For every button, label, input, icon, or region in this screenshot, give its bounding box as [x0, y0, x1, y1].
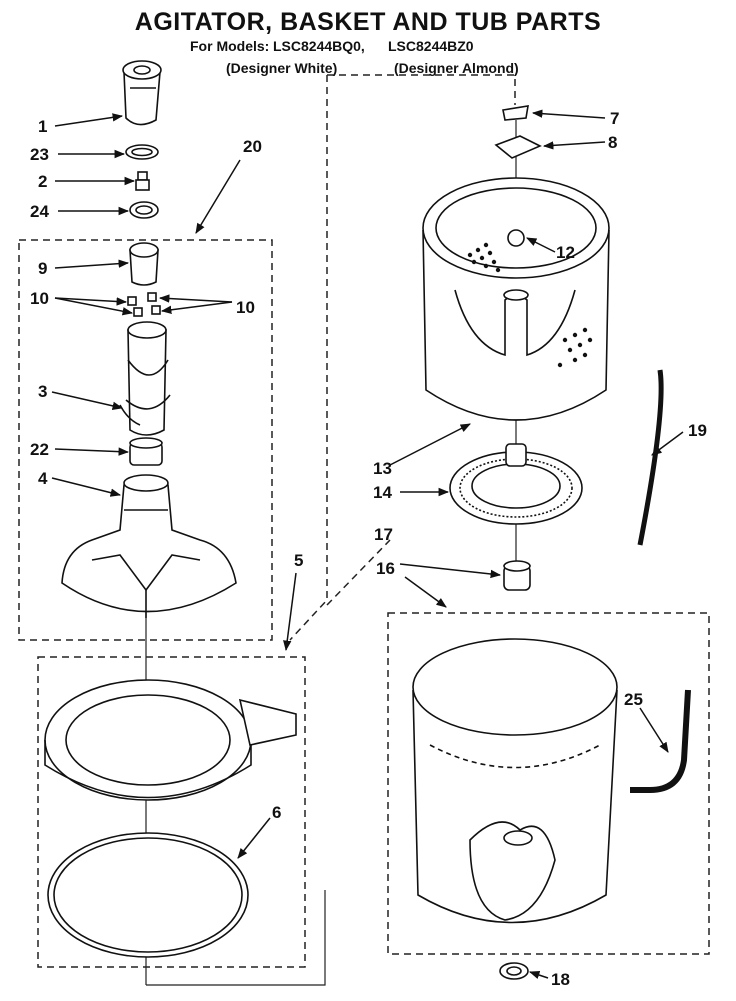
seal-part-18: [499, 962, 529, 980]
connector-line: [289, 75, 328, 641]
group-box-5: [37, 656, 306, 968]
callout-16: 16: [376, 559, 395, 578]
bolt-part-2: [135, 171, 150, 191]
callout-20: 20: [243, 137, 262, 156]
nut-part-8: [494, 135, 542, 159]
hub-nut-part-12: [507, 229, 525, 247]
dog-part-10: [127, 296, 137, 306]
callout-10-right: 10: [236, 298, 255, 317]
model-number-2: LSC8244BZ0: [388, 38, 474, 54]
callout-22: 22: [30, 440, 49, 459]
bearing-part-17: [503, 560, 531, 591]
callout-9: 9: [38, 259, 47, 278]
outer-tub-part-16: [412, 638, 618, 924]
dog-part-10: [151, 305, 161, 315]
group-box-16: [387, 612, 710, 955]
brake-assembly-part-14: [449, 443, 583, 525]
callout-19: 19: [688, 421, 707, 440]
callout-10-left: 10: [30, 289, 49, 308]
callout-5: 5: [294, 551, 303, 570]
callout-18: 18: [551, 970, 570, 989]
hose-part-19: [637, 369, 664, 546]
callout-14: 14: [373, 483, 392, 502]
basket-part-13: [422, 177, 610, 421]
callout-17: 17: [374, 525, 393, 544]
clip-part-7: [502, 105, 529, 121]
dog-part-10: [147, 292, 157, 302]
callout-2: 2: [38, 172, 47, 191]
callout-23: 23: [30, 145, 49, 164]
callout-4: 4: [38, 469, 48, 488]
callout-12: 12: [556, 243, 575, 262]
diagram-title: AGITATOR, BASKET AND TUB PARTS: [134, 8, 602, 36]
callout-3: 3: [38, 382, 47, 401]
connector-line-17: [326, 539, 391, 606]
models-prefix: For Models:: [190, 38, 270, 54]
agitator-cap-part-1: [122, 60, 162, 126]
finish-almond: (Designer Almond): [394, 60, 519, 76]
group-box-20: [18, 239, 273, 641]
model-number-1: LSC8244BQ0,: [273, 38, 365, 54]
auger-cap-part-22: [129, 437, 163, 466]
callout-25: 25: [624, 690, 643, 709]
callout-6: 6: [272, 803, 281, 822]
basket-perforations: [467, 242, 593, 368]
connector-line-top: [327, 74, 516, 105]
callout-1: 1: [38, 117, 47, 136]
auger-part-3: [119, 321, 171, 436]
cam-part-9: [129, 242, 159, 286]
callout-13: 13: [373, 459, 392, 478]
finish-white: (Designer White): [226, 60, 338, 76]
dog-part-10: [133, 307, 143, 317]
callout-24: 24: [30, 202, 49, 221]
hose-part-25: [630, 689, 691, 793]
tub-ring-part-5: [44, 679, 297, 801]
seal-part-6: [47, 832, 249, 958]
agitator-part-4: [61, 474, 237, 618]
callout-8: 8: [608, 133, 617, 152]
callout-7: 7: [610, 109, 619, 128]
